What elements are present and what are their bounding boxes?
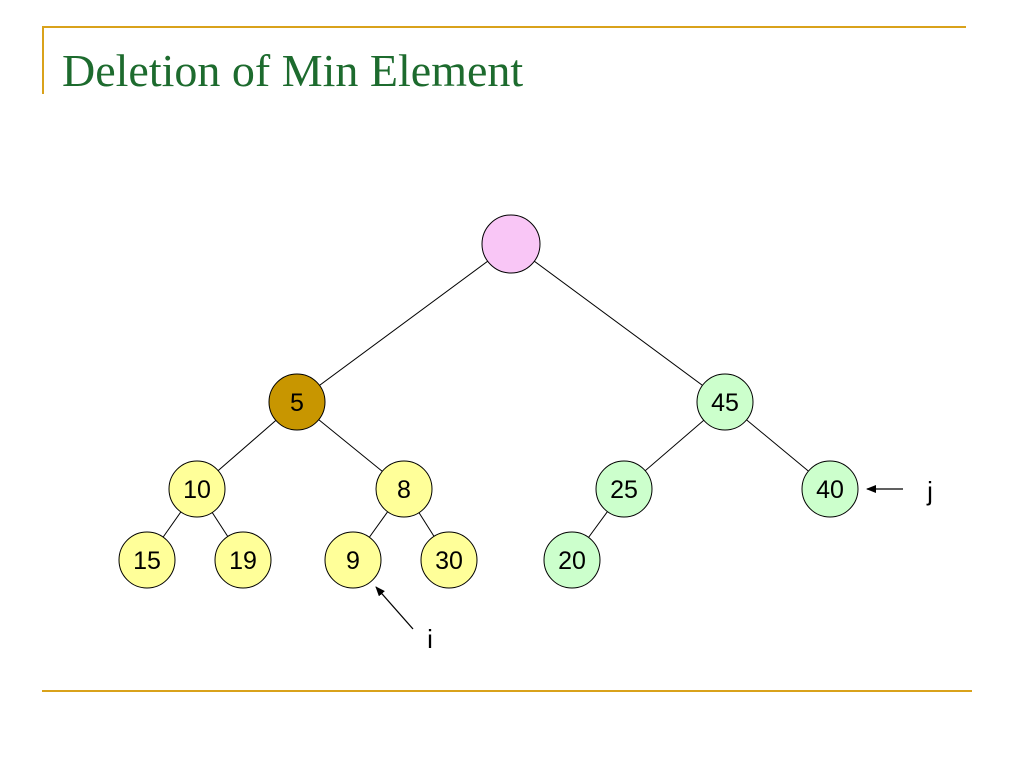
- node-circle: [324, 531, 382, 589]
- tree-node-n45: 45: [696, 373, 754, 431]
- pointer-i-arrow: [375, 586, 414, 630]
- node-circle: [595, 460, 653, 518]
- node-value: 30: [435, 547, 463, 575]
- node-circle: [481, 214, 541, 274]
- node-circle: [168, 460, 226, 518]
- node-value: 20: [558, 547, 586, 575]
- node-value: 9: [346, 547, 360, 575]
- tree-nodes: 5 45 10 8 25 40 15 19 9 30 20: [118, 214, 859, 589]
- node-circle: [801, 460, 859, 518]
- index-pointers: i j: [375, 476, 933, 654]
- node-circle: [268, 373, 326, 431]
- node-value: 25: [610, 476, 638, 504]
- node-circle: [420, 531, 478, 589]
- tree-node-n30: 30: [420, 531, 478, 589]
- node-circle: [214, 531, 272, 589]
- pointer-j-label: j: [926, 476, 933, 506]
- node-value: 45: [711, 389, 739, 417]
- tree-edge-root-n5: [296, 243, 512, 403]
- node-circle: [375, 460, 433, 518]
- top-rule: [42, 26, 966, 28]
- tree-node-n8: 8: [375, 460, 433, 518]
- node-value: 15: [133, 547, 161, 575]
- slide-title: Deletion of Min Element: [62, 45, 524, 96]
- node-circle: [543, 531, 601, 589]
- node-value: 40: [816, 476, 844, 504]
- node-value: 8: [397, 476, 411, 504]
- tree-node-n20: 20: [543, 531, 601, 589]
- node-value: 5: [290, 389, 304, 417]
- node-circle: [118, 531, 176, 589]
- tree-node-n9: 9: [324, 531, 382, 589]
- node-value: 19: [229, 547, 257, 575]
- tree-node-n5: 5: [268, 373, 326, 431]
- node-circle: [696, 373, 754, 431]
- bottom-rule: [42, 690, 972, 692]
- tree-node-n15: 15: [118, 531, 176, 589]
- tree-node-root: [481, 214, 541, 274]
- tree-node-n40: 40: [801, 460, 859, 518]
- left-rule: [42, 26, 44, 94]
- node-value: 10: [183, 476, 211, 504]
- tree-node-n19: 19: [214, 531, 272, 589]
- tree-node-n25: 25: [595, 460, 653, 518]
- tree-node-n10: 10: [168, 460, 226, 518]
- tree-edge-root-n45: [510, 243, 726, 403]
- pointer-i-label: i: [427, 624, 433, 654]
